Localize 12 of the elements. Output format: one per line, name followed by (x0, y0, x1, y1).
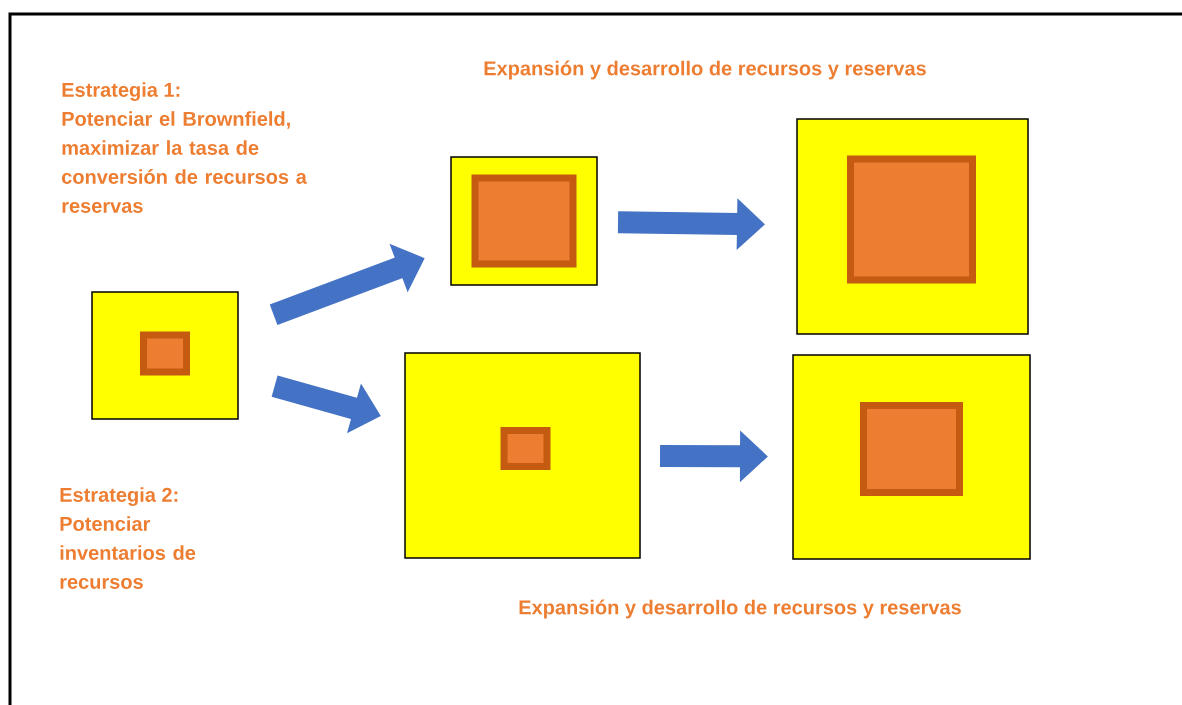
strategy-heading: Estrategia 2: (60, 487, 178, 506)
inner-square (140, 331, 190, 376)
strategy-heading: Estrategia 1: (62, 82, 180, 101)
strategy-text: Potenciar inventarios de recursos (60, 516, 196, 589)
inner-square (847, 155, 976, 284)
inner-square (471, 174, 577, 268)
section-heading: Expansión y desarrollo de recursos y reservas (484, 60, 926, 80)
inner-square (500, 427, 551, 470)
outer-square (404, 352, 641, 559)
strategy-text: Potenciar el Brownfield, maximizar la tasa de conversión de recursos a reservas (62, 111, 307, 213)
inner-square (860, 402, 963, 496)
section-heading: Expansión y desarrollo de recursos y reservas (519, 599, 961, 619)
